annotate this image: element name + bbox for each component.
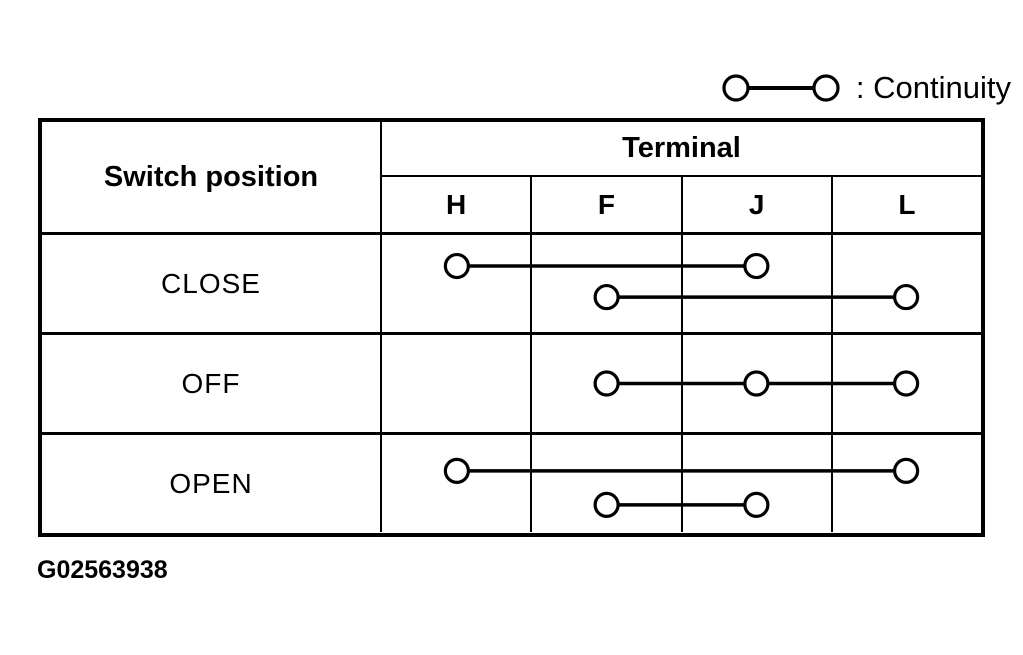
terminal-header-l: L (898, 188, 916, 220)
connections-open (382, 435, 981, 532)
switch-position-header: Switch position (42, 122, 382, 232)
table-row-off: OFF (42, 335, 981, 435)
table-header: Switch position Terminal H F J L (42, 122, 981, 235)
terminal-header-j: J (683, 177, 833, 232)
terminal-header-f: F (532, 177, 683, 232)
continuity-legend: : Continuity (720, 70, 1011, 106)
terminal-header-h: H (382, 177, 533, 232)
figure-id-caption: G02563938 (37, 556, 168, 584)
continuity-table: Switch position Terminal H F J L CLOSE (38, 118, 985, 537)
legend-label: : Continuity (855, 70, 1011, 105)
continuity-lines-close (443, 252, 920, 311)
connections-close (382, 235, 981, 332)
row-label-off: OFF (42, 335, 382, 432)
connections-off (382, 335, 981, 432)
continuity-lines-open (443, 457, 920, 518)
terminal-group-header: Terminal (382, 122, 981, 177)
continuity-lines-off (593, 370, 920, 397)
column-grid (382, 435, 981, 532)
row-label-open: OPEN (42, 435, 382, 532)
row-label-close: CLOSE (42, 235, 382, 332)
terminal-letter-row: H F J L (382, 177, 981, 232)
terminal-header-block: Terminal H F J L (382, 122, 981, 232)
column-grid (382, 235, 981, 332)
continuity-symbol-icon (722, 74, 840, 102)
table-row-open: OPEN (42, 435, 981, 532)
table-row-close: CLOSE (42, 235, 981, 335)
